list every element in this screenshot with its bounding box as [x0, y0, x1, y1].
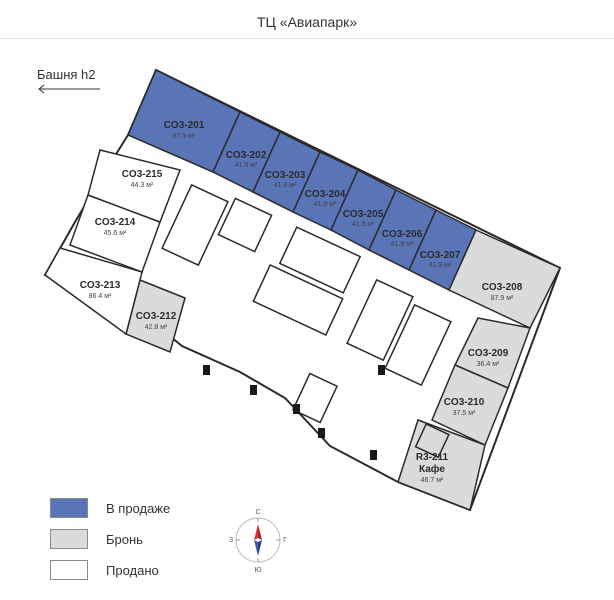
unit-CO3-204-label: CO3-204	[305, 189, 346, 200]
unit-CO3-213-area: 86.4 м²	[89, 293, 112, 300]
building-core	[161, 183, 452, 459]
unit-R3-211-name: Кафе	[419, 463, 445, 475]
unit-CO3-207-area: 41.9 м²	[429, 262, 452, 269]
unit-CO3-206-label: CO3-206	[382, 229, 423, 240]
unit-CO3-213-label: CO3-213	[80, 280, 121, 291]
legend-swatch-for-sale	[50, 498, 88, 518]
unit-R3-211-label: R3-211	[416, 452, 449, 463]
unit-CO3-202-area: 41.9 м²	[235, 162, 258, 169]
unit-R3-211-shape[interactable]	[397, 419, 486, 512]
unit-CO3-208-area: 87.9 м²	[491, 295, 514, 302]
legend-label-reserved: Бронь	[106, 531, 143, 547]
legend-swatch-reserved	[50, 529, 88, 549]
unit-CO3-208-label: CO3-208	[482, 282, 523, 293]
unit-CO3-214-label: CO3-214	[95, 217, 136, 228]
unit-CO3-201-area: 87.9 м²	[173, 133, 196, 140]
legend-item-sold: Продано	[50, 559, 170, 581]
arrow-left-icon[interactable]	[37, 84, 101, 94]
unit-CO3-206-area: 41.9 м²	[391, 241, 414, 248]
unit-CO3-210-area: 37.5 м²	[453, 410, 476, 417]
page-title: ТЦ «Авиапарк»	[256, 14, 358, 30]
unit-CO3-215-area: 44.3 м²	[131, 182, 154, 189]
tower-link[interactable]: Башня h2	[37, 67, 96, 82]
unit-CO3-210-label: CO3-210	[444, 397, 485, 408]
unit-CO3-205-area: 41.9 м²	[352, 221, 375, 228]
legend-swatch-sold	[50, 560, 88, 580]
unit-CO3-204-area: 41.9 м²	[314, 201, 337, 208]
unit-CO3-215-shape[interactable]	[87, 149, 182, 223]
unit-CO3-205-label: CO3-205	[343, 209, 384, 220]
unit-CO3-214-area: 45.6 м²	[104, 230, 127, 237]
compass-north: С	[255, 509, 260, 516]
legend-item-reserved: Бронь	[50, 528, 170, 550]
unit-CO3-201-label: CO3-201	[164, 120, 205, 131]
unit-R3-211-area: 46.7 м²	[421, 477, 444, 484]
unit-CO3-203-label: CO3-203	[265, 170, 306, 181]
unit-labels: CO3-201 87.9 м² CO3-202 41.9 м² CO3-203 …	[80, 120, 523, 484]
unit-CO3-215-label: CO3-215	[122, 169, 163, 180]
compass-west: З	[229, 537, 233, 544]
compass-east: Г	[283, 537, 287, 544]
status-legend: В продаже Бронь Продано	[50, 497, 170, 590]
title-divider	[0, 38, 614, 39]
unit-CO3-207-label: CO3-207	[420, 250, 461, 261]
unit-CO3-212-label: CO3-212	[136, 311, 177, 322]
unit-CO3-203-area: 41.9 м²	[274, 182, 297, 189]
legend-label-for-sale: В продаже	[106, 500, 171, 516]
unit-CO3-209-area: 36.4 м²	[477, 361, 500, 368]
structural-columns	[203, 365, 385, 460]
unit-CO3-202-label: CO3-202	[226, 150, 267, 161]
unit-CO3-213-shape[interactable]	[44, 247, 143, 336]
compass-south: Ю	[254, 567, 261, 574]
unit-CO3-212-area: 42.8 м²	[145, 324, 168, 331]
legend-label-sold: Продано	[106, 562, 159, 578]
legend-item-for-sale: В продаже	[50, 497, 170, 519]
unit-CO3-209-label: CO3-209	[468, 348, 509, 359]
compass-icon: С Ю З Г	[229, 509, 287, 574]
